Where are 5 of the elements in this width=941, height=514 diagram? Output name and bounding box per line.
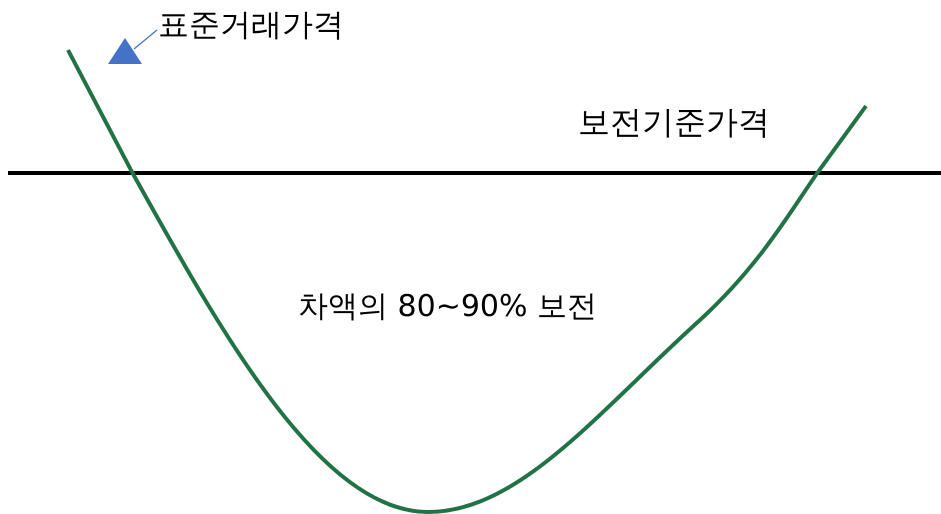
triangle-marker bbox=[108, 38, 142, 64]
line-label: 보전기준가격 bbox=[578, 106, 770, 138]
price-label: 표준거래가격 bbox=[158, 10, 344, 41]
leader-line bbox=[134, 30, 158, 50]
difference-note: 차액의 80~90% 보전 bbox=[298, 292, 598, 322]
